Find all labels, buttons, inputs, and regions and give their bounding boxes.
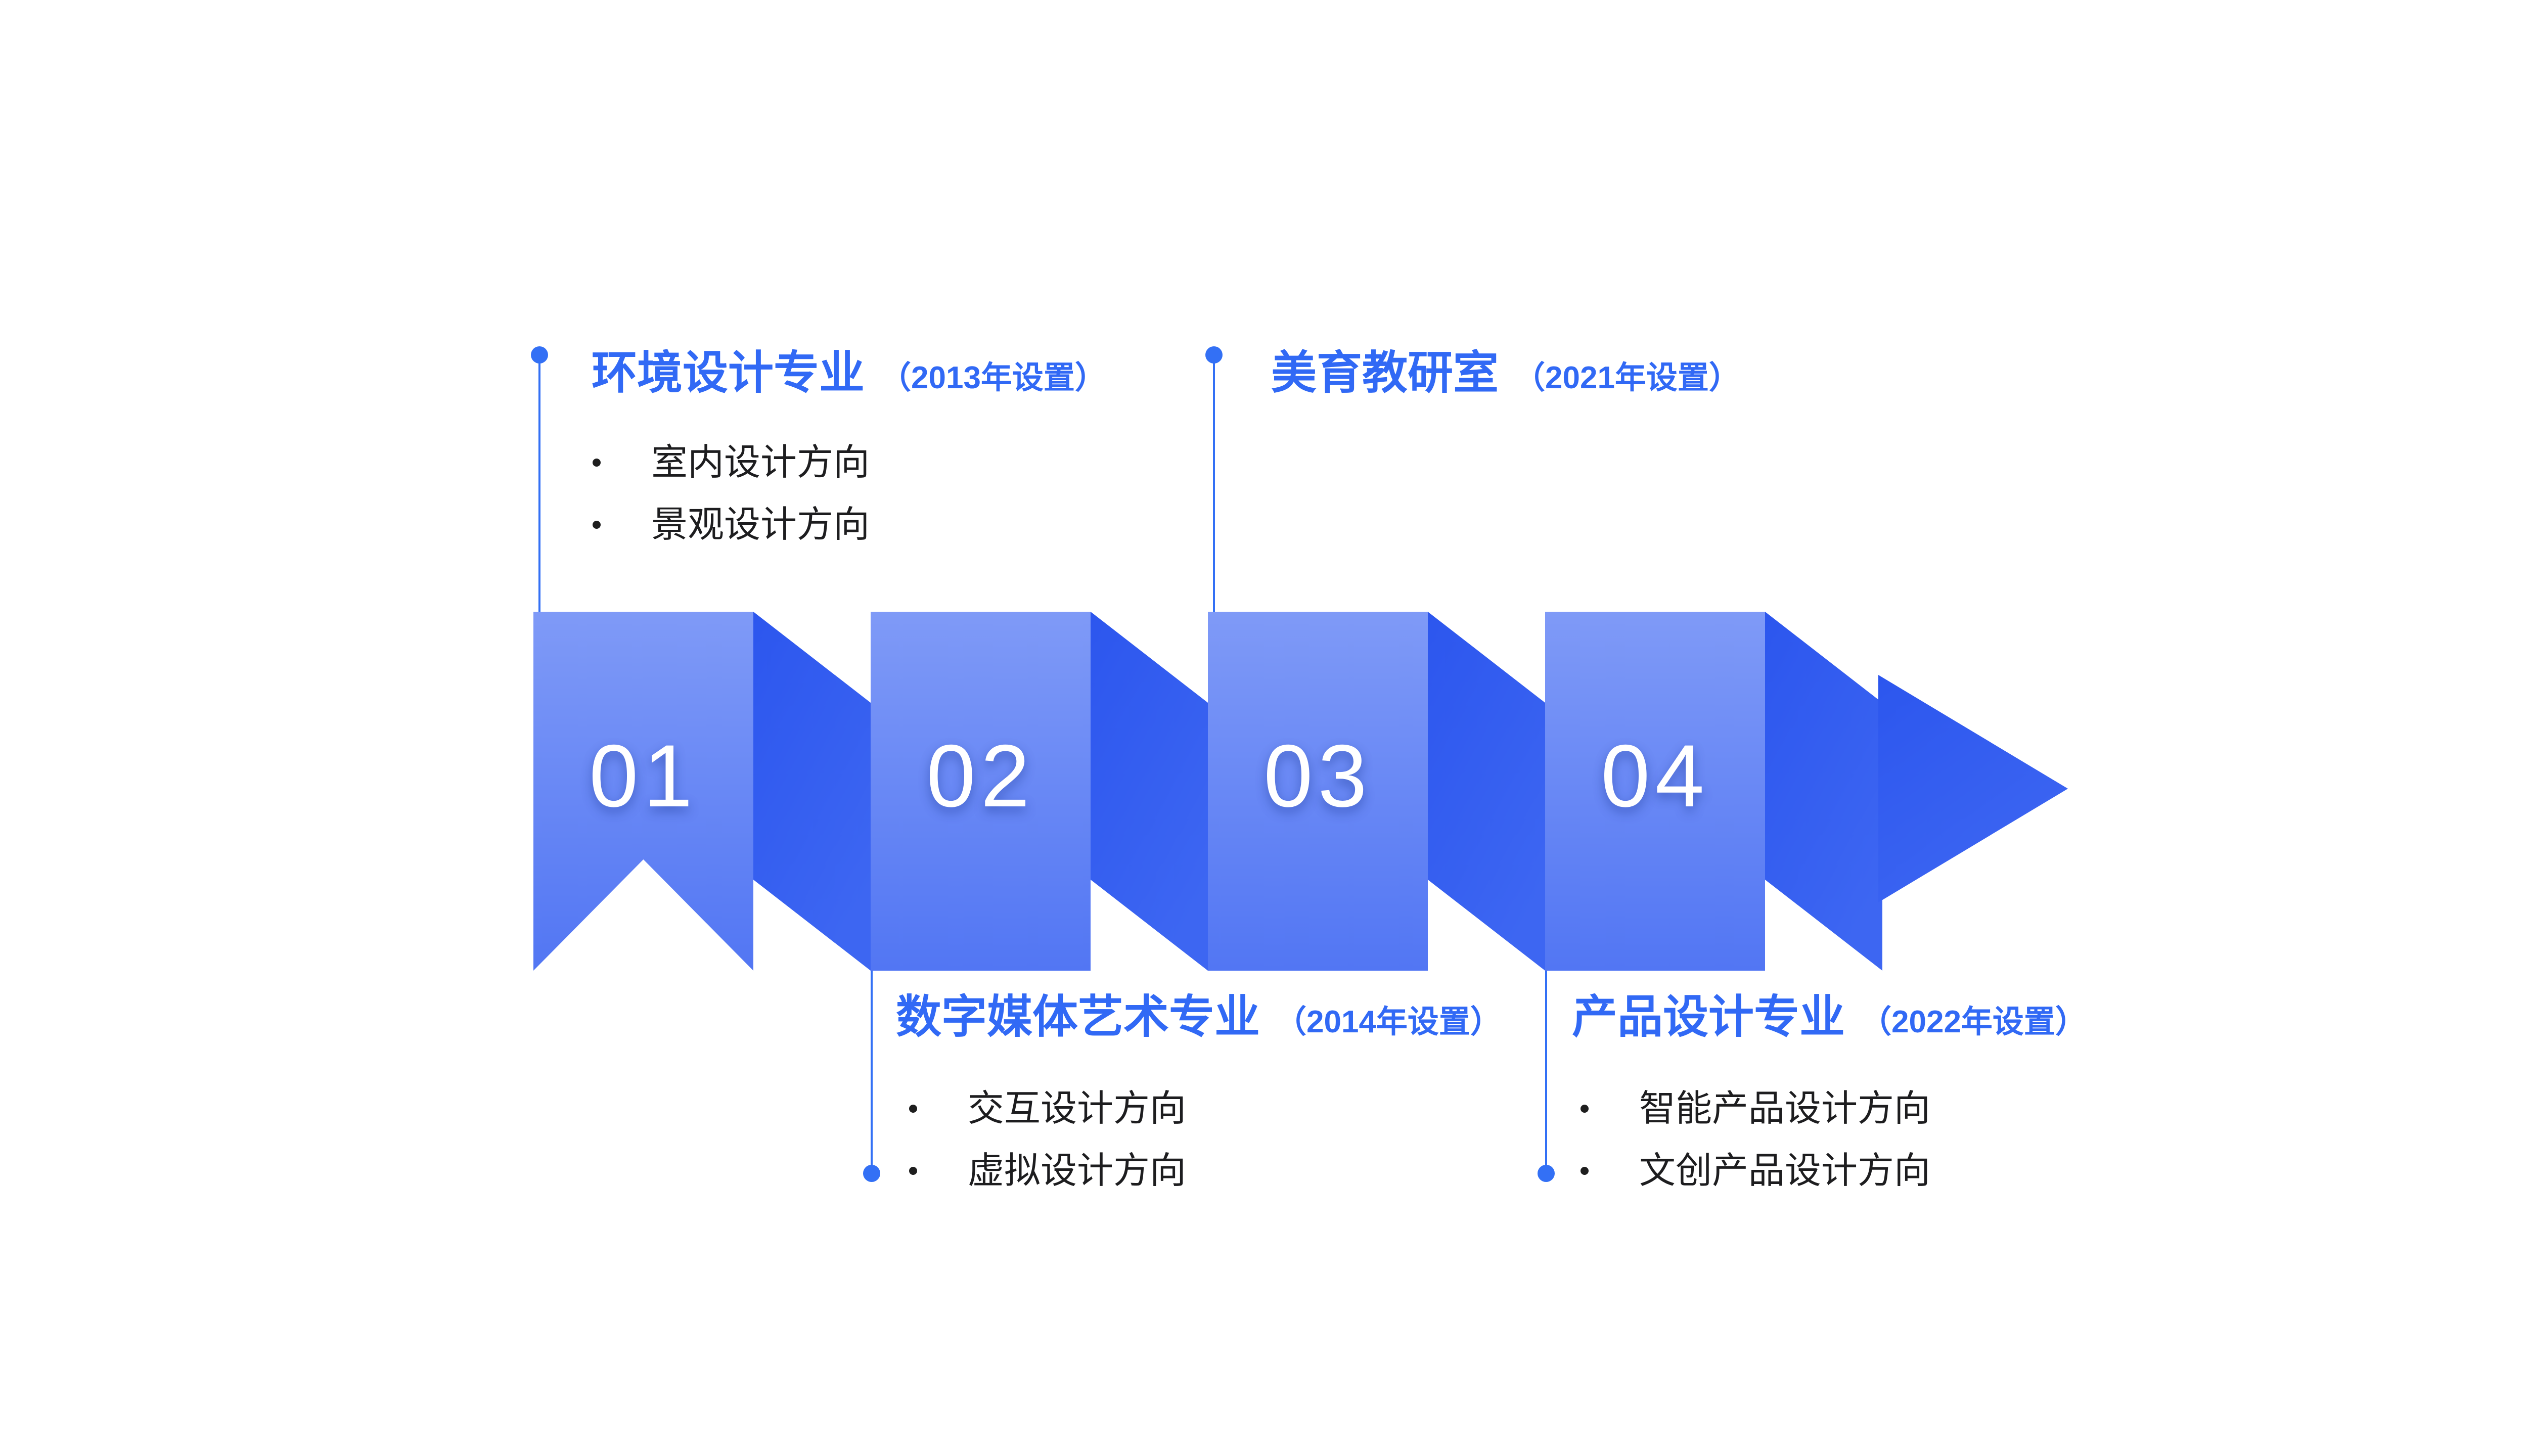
step-number-2: 02 (926, 726, 1035, 826)
ribbon-step-2-shape (871, 612, 1091, 971)
bullet-label: 室内设计方向 (651, 442, 870, 483)
section-2-title: 美育教研室 (1271, 348, 1499, 398)
ribbon-step-3-shape (1208, 612, 1428, 971)
section-1-year-note: （2013年设置） (880, 360, 1106, 395)
list-item: 虚拟设计方向 (909, 1140, 1186, 1202)
section-3-year-note: （2014年设置） (1275, 1005, 1502, 1039)
section-1-bullets: 室内设计方向 景观设计方向 (593, 431, 870, 556)
section-2-year-note: （2021年设置） (1514, 360, 1740, 395)
bullet-icon (909, 1166, 917, 1175)
connector-line-1 (538, 355, 540, 612)
bullet-icon (1581, 1104, 1589, 1113)
ribbon-fold-2 (1091, 612, 1208, 971)
list-item: 景观设计方向 (593, 493, 870, 556)
section-3-bullets: 交互设计方向 虚拟设计方向 (909, 1077, 1186, 1202)
section-3-title: 数字媒体艺术专业 (896, 992, 1260, 1042)
section-1-header: 环境设计专业 （2013年设置） (592, 348, 1106, 398)
connector-line-3 (871, 971, 873, 1173)
bullet-icon (593, 520, 601, 529)
ribbon-fold-1 (753, 612, 871, 971)
bullet-icon (593, 458, 601, 467)
section-1-title: 环境设计专业 (592, 348, 865, 398)
bullet-label: 虚拟设计方向 (968, 1150, 1187, 1191)
arrow-head (1878, 675, 2068, 902)
section-4-header: 产品设计专业 （2022年设置） (1572, 992, 2087, 1042)
list-item: 室内设计方向 (593, 431, 870, 493)
bullet-icon (1581, 1166, 1589, 1175)
list-item: 智能产品设计方向 (1581, 1077, 1930, 1140)
bullet-label: 智能产品设计方向 (1639, 1088, 1931, 1129)
section-4-bullets: 智能产品设计方向 文创产品设计方向 (1581, 1077, 1930, 1202)
ribbon-fold-3 (1428, 612, 1545, 971)
connector-dot-4 (1538, 1165, 1555, 1182)
section-4-title: 产品设计专业 (1572, 992, 1845, 1042)
step-number-1: 01 (589, 726, 698, 826)
section-3-header: 数字媒体艺术专业 （2014年设置） (896, 992, 1502, 1042)
list-item: 交互设计方向 (909, 1077, 1186, 1140)
bullet-label: 文创产品设计方向 (1639, 1150, 1931, 1191)
bullet-label: 景观设计方向 (651, 504, 870, 545)
connector-dot-3 (863, 1165, 880, 1182)
section-2-header: 美育教研室 （2021年设置） (1271, 348, 1740, 398)
ribbon-step-4-shape (1545, 612, 1765, 971)
bullet-icon (909, 1104, 917, 1113)
step-number-3: 03 (1263, 726, 1372, 826)
ribbon-step-1-shape (533, 612, 753, 971)
section-4-year-note: （2022年设置） (1860, 1005, 2087, 1039)
bullet-label: 交互设计方向 (968, 1088, 1187, 1129)
connector-line-2 (1213, 355, 1215, 612)
list-item: 文创产品设计方向 (1581, 1140, 1930, 1202)
connector-dot-1 (531, 346, 548, 363)
ribbon-fold-4 (1765, 612, 1882, 971)
connector-line-4 (1545, 971, 1547, 1173)
connector-dot-2 (1205, 346, 1223, 363)
step-number-4: 04 (1601, 726, 1709, 826)
